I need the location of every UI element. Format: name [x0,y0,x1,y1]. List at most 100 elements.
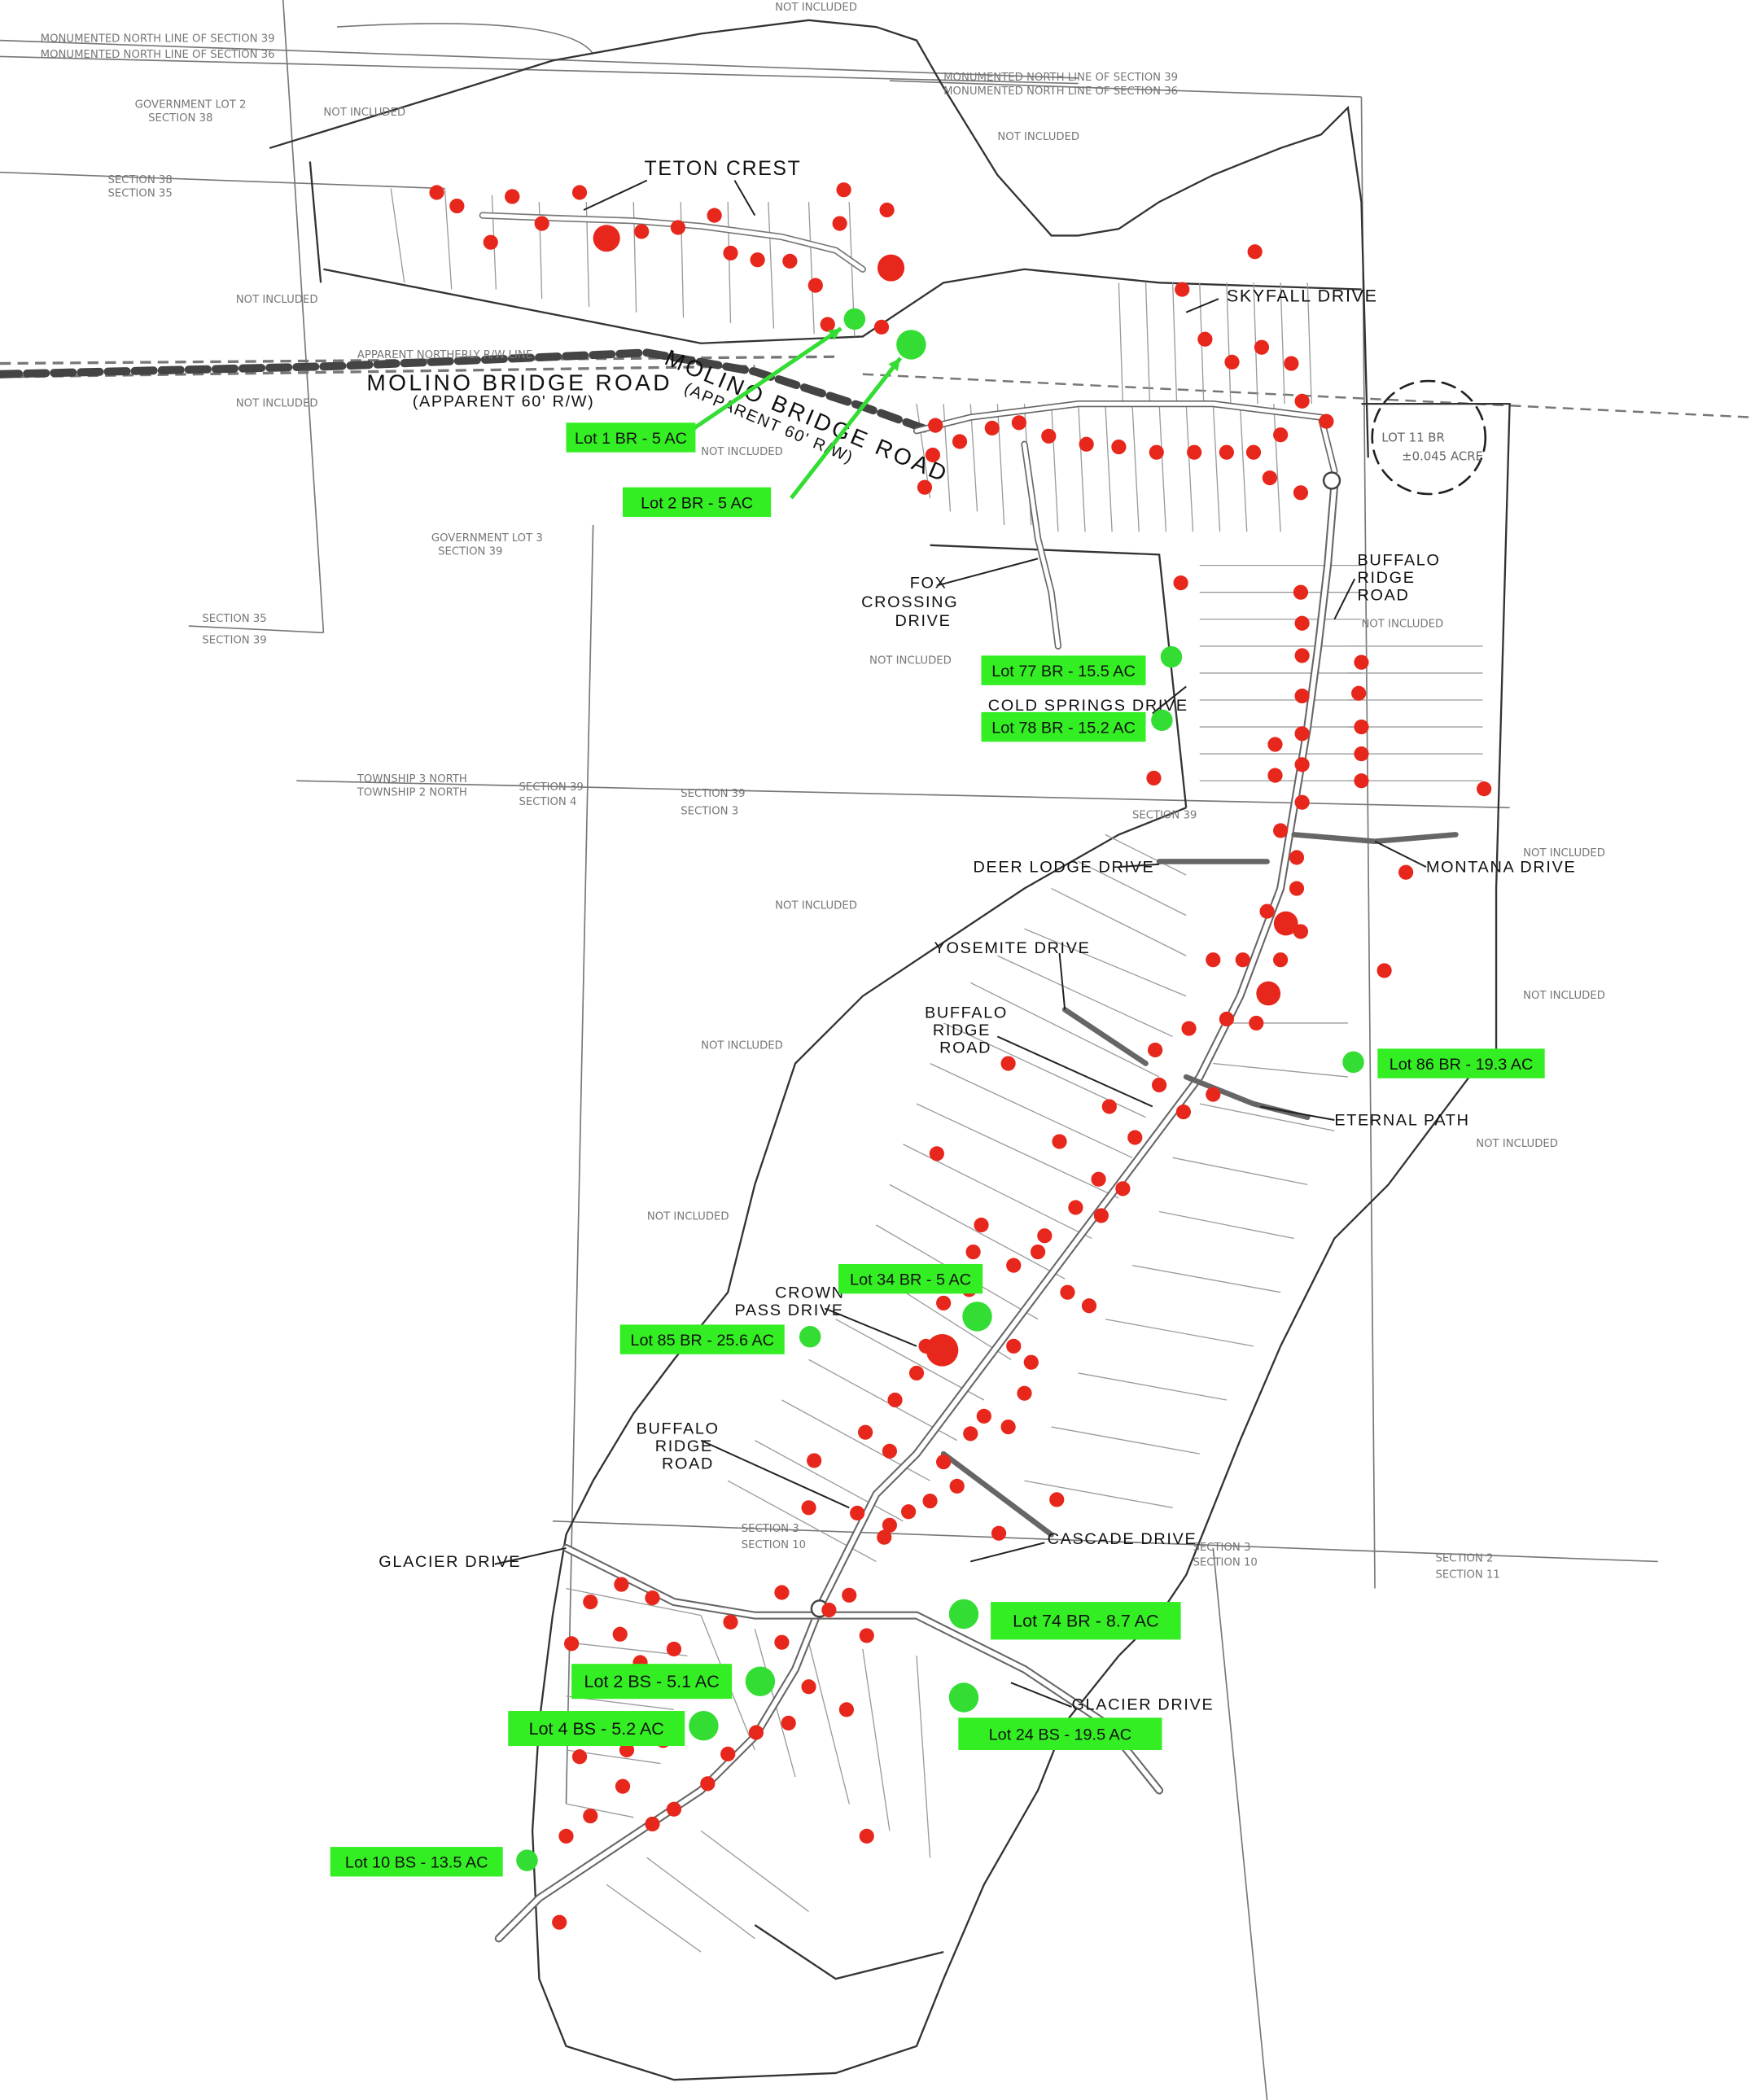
available-lot-label-box[interactable] [571,1664,733,1700]
svg-text:SECTION 3: SECTION 3 [742,1523,799,1535]
available-lot[interactable]: Lot 24 BS - 19.5 AC [948,1682,1162,1750]
label-leaders [494,179,1427,1708]
buffalo-ridge-top-2: RIDGE [1358,569,1416,587]
available-lot-marker[interactable] [1151,709,1173,732]
sold-lot-marker [1249,1015,1264,1031]
sold-lot-marker [1175,1104,1191,1120]
available-lot-label-box[interactable] [981,711,1146,742]
sold-lot-marker [1173,575,1188,591]
available-lot-marker[interactable] [1342,1051,1364,1074]
available-lot[interactable]: Lot 4 BS - 5.2 AC [508,1711,719,1747]
available-lot-marker[interactable] [799,1326,821,1348]
sold-lot-marker [963,1426,978,1442]
sold-lot-marker [571,185,588,200]
available-lot[interactable]: Lot 34 BR - 5 AC [838,1263,992,1332]
available-lot[interactable]: Lot 2 BS - 5.1 AC [571,1664,776,1700]
sold-lot-marker [1294,648,1310,663]
available-lot-label-box[interactable] [623,487,772,518]
sold-lot-marker [1206,1087,1221,1102]
sold-lot-marker [1477,781,1492,797]
available-lot-marker[interactable] [516,1849,538,1871]
svg-text:NOT INCLUDED: NOT INCLUDED [701,446,783,458]
available-lot-label-box[interactable] [330,1847,503,1877]
yosemite-drive [1061,1007,1149,1066]
sold-lot-marker [1294,794,1310,810]
sold-lot-marker [1041,428,1057,444]
available-lot[interactable]: Lot 85 BR - 25.6 AC [619,1324,821,1354]
sold-lot-marker [1111,439,1127,455]
available-lot-marker[interactable] [896,330,926,360]
available-lot[interactable]: Lot 86 BR - 19.3 AC [1342,1048,1545,1078]
sold-lot-marker [1294,726,1310,742]
available-lot[interactable]: Lot 77 BR - 15.5 AC [981,645,1183,685]
arrowhead-icon [827,328,842,340]
available-lot-marker[interactable] [745,1666,776,1696]
sold-lot-marker [1030,1244,1046,1260]
available-lot-marker[interactable] [962,1302,992,1332]
available-lot-marker[interactable] [1160,645,1183,668]
sold-lot-marker [974,1217,989,1233]
available-lot[interactable]: Lot 74 BR - 8.7 AC [948,1599,1181,1640]
sold-lot-marker [583,1808,598,1824]
eternal-path-label: ETERNAL PATH [1334,1112,1469,1130]
sold-lot-marker [1354,654,1369,670]
available-lot-marker[interactable] [689,1711,719,1741]
sold-lot-marker [1289,850,1305,865]
teton-crest-label: TETON CREST [645,158,802,180]
available-lot-label-box[interactable] [958,1717,1162,1750]
available-lot-label-box[interactable] [991,1602,1181,1640]
sold-lot-marker [821,1602,837,1618]
sold-lot-marker [1254,339,1270,355]
available-lot-marker[interactable] [843,308,866,330]
available-lot-label-box[interactable] [981,655,1146,685]
available-lot[interactable]: Lot 1 BR - 5 AC [566,308,866,453]
svg-text:NOT INCLUDED: NOT INCLUDED [1361,619,1443,631]
sold-lot-marker [1294,615,1310,631]
svg-text:NOT INCLUDED: NOT INCLUDED [997,131,1079,143]
svg-text:NOT INCLUDED: NOT INCLUDED [1476,1138,1558,1150]
available-lot-label-box[interactable] [566,422,696,453]
cascade-drive-label: CASCADE DRIVE [1048,1530,1197,1548]
svg-text:NOT INCLUDED: NOT INCLUDED [775,2,857,14]
sold-lot-marker [583,1594,598,1610]
svg-text:MONUMENTED NORTH LINE OF SECTI: MONUMENTED NORTH LINE OF SECTION 39 [943,72,1178,84]
sold-lot-marker-large [926,1333,959,1367]
sold-lot-markers [429,182,1492,1930]
svg-text:SECTION 3: SECTION 3 [681,806,738,818]
available-lot[interactable]: Lot 78 BR - 15.2 AC [981,709,1173,742]
available-lot-marker[interactable] [948,1682,979,1713]
available-lot-marker[interactable] [948,1599,979,1630]
buffalo-ridge-top-3: ROAD [1358,587,1410,605]
svg-text:NOT INCLUDED: NOT INCLUDED [1523,990,1605,1002]
svg-text:SECTION 39: SECTION 39 [202,635,266,647]
svg-text:TOWNSHIP 2 NORTH: TOWNSHIP 2 NORTH [357,786,467,798]
available-lot-arrow [790,357,903,500]
available-lot-label-box[interactable] [838,1263,983,1294]
svg-text:SECTION 4: SECTION 4 [519,796,577,808]
sold-lot-marker [723,1614,738,1630]
svg-text:NOT INCLUDED: NOT INCLUDED [1523,847,1605,860]
plat-annotations: NOT INCLUDED MONUMENTED NORTH LINE OF SE… [41,2,1605,1581]
sold-lot-marker [1267,737,1283,752]
arrowhead-icon [888,357,901,372]
cascade-drive [940,1450,1054,1538]
molino-bridge-rw-label-left: (APPARENT 60' R/W) [413,392,595,410]
svg-text:MONUMENTED NORTH LINE OF SECTI: MONUMENTED NORTH LINE OF SECTION 36 [943,85,1178,98]
available-lot-label-box[interactable] [619,1324,785,1354]
svg-text:NOT INCLUDED: NOT INCLUDED [647,1210,729,1223]
sold-lot-marker [1081,1298,1097,1314]
deer-lodge-drive-label: DEER LODGE DRIVE [974,859,1155,877]
sold-lot-marker-large [1256,981,1281,1006]
available-lot[interactable]: Lot 2 BR - 5 AC [623,330,926,518]
svg-text:NOT INCLUDED: NOT INCLUDED [236,397,318,409]
sold-lot-marker [1267,768,1283,783]
sold-lot-marker [1148,1042,1163,1058]
available-lot-label-box[interactable] [1377,1048,1545,1078]
sold-lot-marker [720,1746,736,1762]
sold-lot-marker [857,1424,873,1440]
available-lot-label-box[interactable] [508,1711,685,1747]
available-lot[interactable]: Lot 10 BS - 13.5 AC [330,1847,538,1877]
sold-lot-marker [707,208,722,223]
svg-text:TOWNSHIP 3 NORTH: TOWNSHIP 3 NORTH [357,773,467,785]
